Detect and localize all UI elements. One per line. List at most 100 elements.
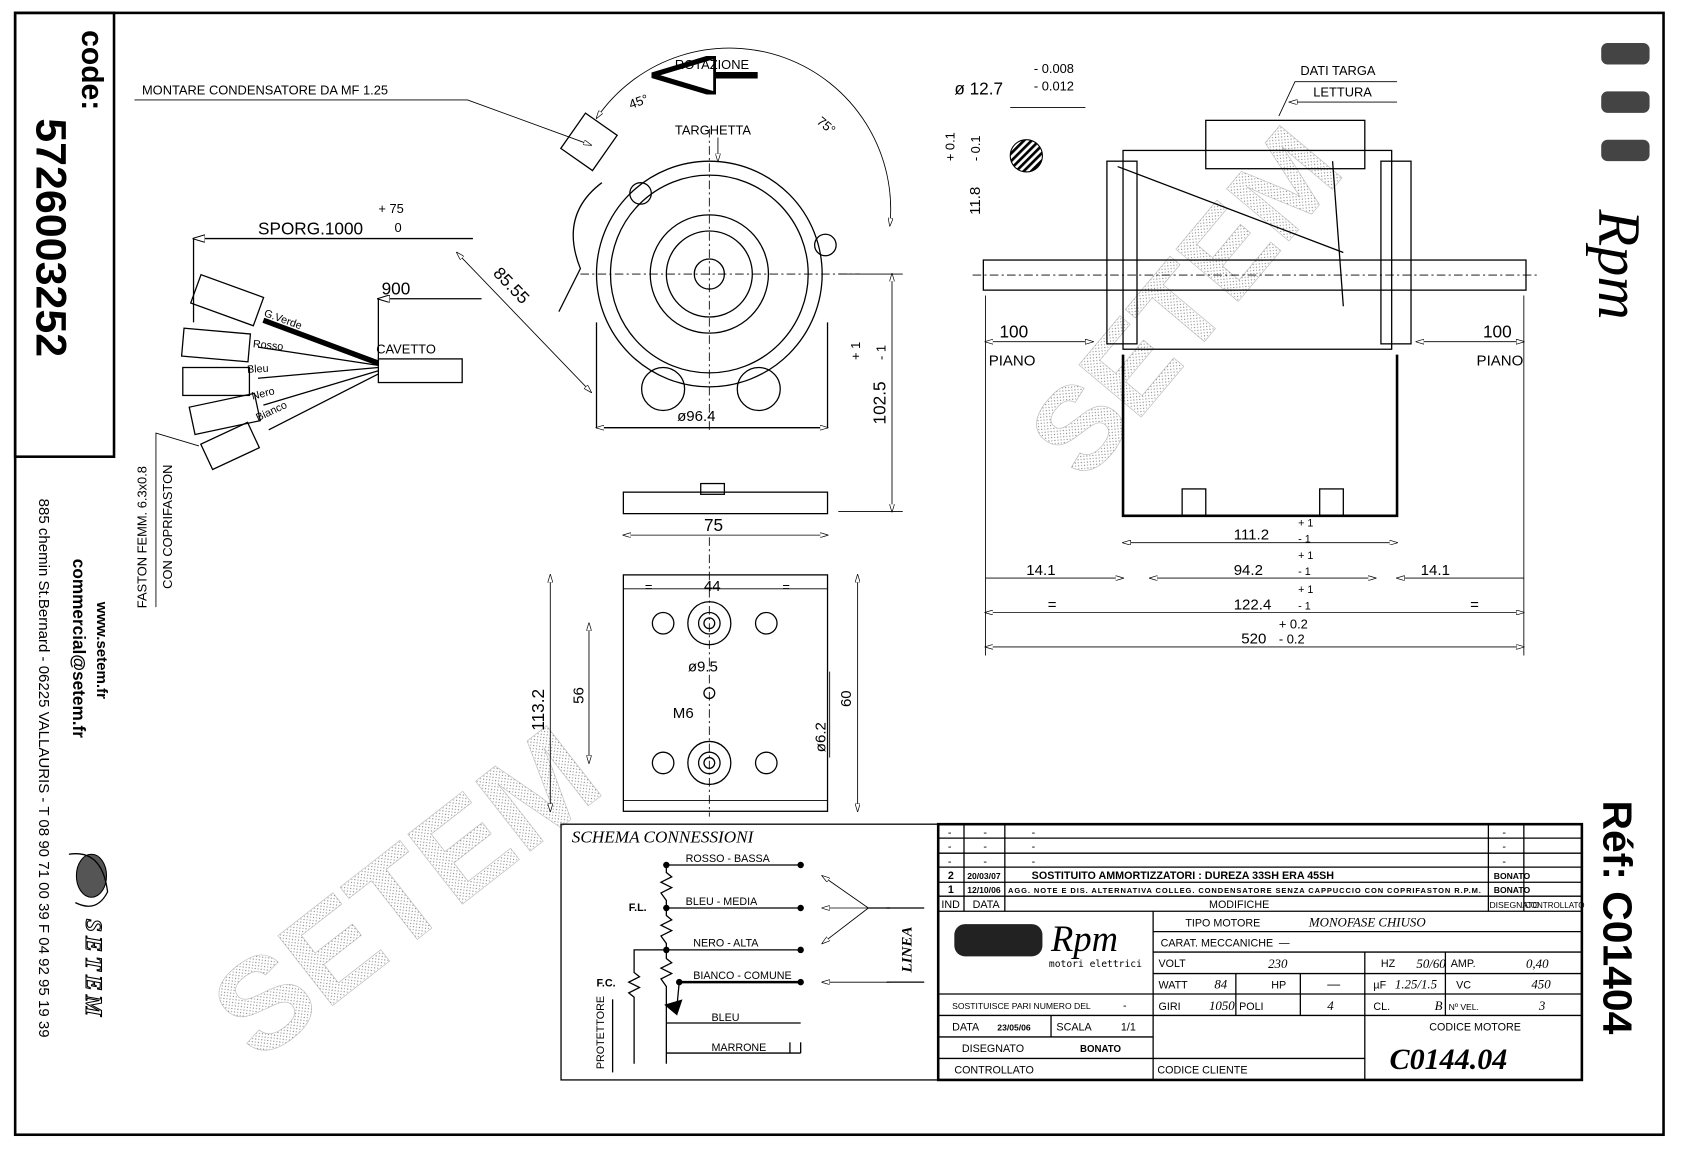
svg-text:BIANCO - COMUNE: BIANCO - COMUNE (693, 970, 791, 982)
svg-text:23/05/06: 23/05/06 (997, 1023, 1031, 1033)
rpm-brand-logo: Rpm motori elettrici (954, 918, 1142, 970)
sporg-dim: SPORG.1000 (258, 218, 363, 238)
svg-text:1: 1 (948, 884, 954, 896)
svg-text:LETTURA: LETTURA (1313, 85, 1372, 100)
svg-text:84: 84 (1214, 978, 1227, 992)
svg-text:-: - (1032, 841, 1036, 853)
svg-text:SOSTITUISCE PARI NUMERO DEL: SOSTITUISCE PARI NUMERO DEL (952, 1001, 1091, 1011)
svg-text:1050: 1050 (1209, 999, 1235, 1013)
svg-text:SETEM: SETEM (1004, 104, 1367, 501)
faston-note: CON COPRIFASTON (160, 465, 175, 589)
svg-text:ø 12.7: ø 12.7 (954, 79, 1003, 99)
setem-logo: SETEM (68, 853, 109, 1021)
svg-text:12/10/06: 12/10/06 (967, 885, 1001, 895)
svg-text:44: 44 (704, 578, 721, 595)
svg-text:0,40: 0,40 (1526, 957, 1549, 971)
svg-text:DATA: DATA (952, 1022, 980, 1034)
connection-schema: SCHEMA CONNESSIONI ROSSO - BASSA BLEU - … (560, 823, 939, 1081)
svg-text:PROTETTORE: PROTETTORE (595, 996, 607, 1069)
svg-text:100: 100 (1483, 321, 1512, 341)
svg-text:POLI: POLI (1239, 1001, 1263, 1013)
svg-text:+ 1: + 1 (1298, 518, 1313, 530)
svg-text:-: - (948, 856, 952, 868)
revision-row: ---- (948, 856, 1506, 868)
revision-row: 1 12/10/06 AGG. NOTE E DIS. ALTERNATIVA CO… (948, 884, 1531, 896)
front-view: 45° 75° ROTAZIONE TARGHETTA 85.55 ø96.4 … (457, 47, 903, 511)
schema-title: SCHEMA CONNESSIONI (572, 827, 755, 846)
svg-text:+ 1: + 1 (1298, 584, 1313, 596)
svg-text:1.25/1.5: 1.25/1.5 (1395, 978, 1438, 992)
svg-text:-: - (1502, 841, 1506, 853)
svg-text:85.55: 85.55 (489, 263, 533, 308)
svg-text:- 1: - 1 (874, 345, 889, 360)
svg-text:60: 60 (838, 690, 855, 707)
svg-text:Rpm: Rpm (1050, 918, 1118, 959)
svg-text:20/03/07: 20/03/07 (967, 871, 1001, 881)
capacitor-note: MONTARE CONDENSATORE DA MF 1.25 (142, 83, 388, 98)
svg-text:NERO - ALTA: NERO - ALTA (693, 938, 759, 950)
svg-text:VC: VC (1456, 980, 1471, 992)
svg-text:75°: 75° (814, 113, 839, 137)
revision-row: ---- (948, 827, 1506, 839)
svg-text:230: 230 (1268, 957, 1288, 971)
svg-text:SCALA: SCALA (1056, 1022, 1092, 1034)
svg-text:—: — (1279, 938, 1290, 950)
svg-text:520: 520 (1241, 631, 1266, 648)
svg-text:- 0.008: - 0.008 (1034, 61, 1074, 76)
rotation-label: ROTAZIONE (675, 57, 750, 72)
svg-text:HP: HP (1271, 980, 1286, 992)
svg-text:2: 2 (948, 870, 954, 882)
svg-text:113.2: 113.2 (528, 689, 548, 731)
cable-label: CAVETTO (376, 342, 436, 357)
svg-text:3: 3 (1538, 999, 1545, 1013)
svg-text:DATA: DATA (973, 899, 1001, 911)
svg-text:- 1: - 1 (1298, 600, 1311, 612)
svg-text:B: B (1435, 999, 1443, 1013)
cable-length: 900 (382, 278, 411, 298)
svg-text:GIRI: GIRI (1158, 1001, 1180, 1013)
svg-text:WATT: WATT (1158, 980, 1188, 992)
address: 885 chemin St.Bernard - 06225 VALLAURIS … (35, 499, 52, 1038)
svg-text:DISEGNATO: DISEGNATO (1489, 900, 1539, 910)
svg-text:PIANO: PIANO (989, 352, 1036, 369)
svg-text:BONATO: BONATO (1080, 1044, 1121, 1055)
svg-text:75: 75 (704, 515, 723, 535)
svg-text:-: - (983, 827, 987, 839)
svg-text:motori elettrici: motori elettrici (1049, 959, 1142, 970)
svg-text:14.1: 14.1 (1421, 562, 1450, 579)
svg-text:- 1: - 1 (1298, 566, 1311, 578)
svg-text:111.2: 111.2 (1234, 526, 1269, 543)
svg-text:+ 0.2: + 0.2 (1279, 617, 1308, 632)
svg-text:CONTROLLATO: CONTROLLATO (954, 1064, 1034, 1076)
plate-label: TARGHETTA (675, 122, 751, 137)
bottom-view: 75 = = 44 ø9.5 M6 113.2 56 60 ø6.2 (528, 482, 858, 817)
svg-text:450: 450 (1531, 978, 1551, 992)
reference-code: Réf: C01404 (1594, 801, 1640, 1035)
svg-text:BONATO: BONATO (1494, 871, 1531, 881)
svg-text:AGG. NOTE E DIS. ALTERNATIVA C: AGG. NOTE E DIS. ALTERNATIVA COLLEG. CON… (1008, 886, 1481, 895)
svg-text:CL.: CL. (1373, 1001, 1390, 1013)
svg-text:Rpm: Rpm (1585, 209, 1652, 320)
svg-text:4: 4 (1327, 999, 1334, 1013)
svg-text:45°: 45° (627, 91, 650, 112)
svg-text:CODICE MOTORE: CODICE MOTORE (1429, 1022, 1521, 1034)
svg-text:PIANO: PIANO (1477, 352, 1524, 369)
svg-text:100: 100 (999, 321, 1028, 341)
svg-text:AMP.: AMP. (1451, 958, 1476, 970)
svg-text:=: = (645, 579, 653, 594)
code-number: 5726003252 (27, 118, 75, 357)
svg-text:SETEM: SETEM (187, 699, 626, 1086)
revision-row: ---- (948, 841, 1506, 853)
svg-text:TIPO MOTORE: TIPO MOTORE (1185, 917, 1260, 929)
wire-label: Rosso (252, 338, 284, 353)
svg-text:DISEGNATO: DISEGNATO (962, 1043, 1024, 1055)
wire-label: Nero (250, 385, 276, 402)
svg-text:+ 1: + 1 (848, 342, 863, 360)
side-view: ø 12.7 - 0.008 - 0.012 11.8 + 0.1 - 0.1 … (942, 61, 1537, 656)
svg-text:MODIFICHE: MODIFICHE (1209, 899, 1269, 911)
svg-text:CONTROLLATO: CONTROLLATO (1525, 901, 1585, 910)
svg-text:F.L.: F.L. (629, 902, 647, 914)
svg-text:-: - (1032, 856, 1036, 868)
svg-text:Nº VEL.: Nº VEL. (1449, 1002, 1479, 1012)
